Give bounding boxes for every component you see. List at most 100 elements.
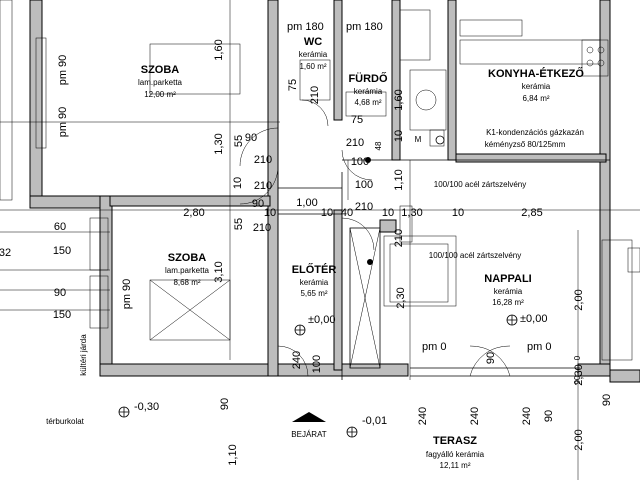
svg-text:fagyálló kerámia: fagyálló kerámia: [426, 450, 485, 459]
svg-text:2,30: 2,30: [395, 287, 407, 308]
svg-text:NAPPALI: NAPPALI: [484, 273, 531, 285]
svg-text:1,60: 1,60: [393, 89, 405, 110]
svg-text:SZOBA: SZOBA: [168, 252, 207, 264]
svg-text:térburkolat: térburkolat: [46, 417, 85, 426]
svg-text:60: 60: [54, 221, 66, 233]
svg-text:kerámia: kerámia: [522, 82, 551, 91]
svg-text:90: 90: [245, 132, 257, 144]
svg-text:pm 90: pm 90: [121, 279, 133, 310]
svg-text:3,10: 3,10: [213, 261, 225, 282]
svg-text:12,00 m²: 12,00 m²: [144, 90, 176, 99]
svg-text:M: M: [415, 135, 422, 144]
svg-text:100/100 acél zártszelvény: 100/100 acél zártszelvény: [429, 251, 522, 260]
svg-text:90: 90: [573, 375, 582, 384]
svg-text:kerámia: kerámia: [300, 278, 329, 287]
svg-text:SZOBA: SZOBA: [141, 64, 180, 76]
svg-text:210: 210: [254, 154, 272, 166]
svg-text:pm 0: pm 0: [527, 341, 551, 353]
door-swings: [239, 99, 511, 377]
room-label-hall: ELŐTÉR kerámia 5,65 m²: [292, 263, 337, 298]
svg-text:90: 90: [54, 287, 66, 299]
svg-text:48: 48: [374, 141, 383, 150]
svg-text:8,68 m²: 8,68 m²: [173, 278, 200, 287]
level-labels: ±0,00 ±0,00 -0,30 -0,01: [134, 313, 547, 427]
svg-text:55: 55: [233, 218, 245, 230]
svg-text:±0,00: ±0,00: [520, 313, 547, 325]
dimension-labels: pm 180 pm 180 pm 90 pm 90 pm 90 pm 0 pm …: [0, 21, 613, 466]
svg-text:75: 75: [351, 114, 363, 126]
svg-text:1,10: 1,10: [393, 169, 405, 190]
svg-text:TERASZ: TERASZ: [433, 435, 477, 447]
svg-text:90: 90: [252, 198, 264, 210]
svg-text:32: 32: [0, 247, 11, 259]
svg-text:90: 90: [543, 410, 555, 422]
svg-text:210: 210: [309, 86, 321, 104]
svg-text:kerámia: kerámia: [494, 287, 523, 296]
svg-text:2,00: 2,00: [573, 289, 585, 310]
svg-text:FÜRDŐ: FÜRDŐ: [348, 72, 388, 85]
room-label-kitchen: KONYHA-ÉTKEZŐ kerámia 6,84 m²: [488, 67, 584, 103]
svg-text:210: 210: [355, 201, 373, 213]
room-label-living: NAPPALI kerámia 16,28 m²: [484, 273, 531, 307]
svg-text:100: 100: [351, 156, 369, 168]
svg-text:240: 240: [469, 407, 481, 425]
svg-text:210: 210: [254, 180, 272, 192]
svg-text:WC: WC: [304, 36, 322, 48]
svg-text:±0,00: ±0,00: [308, 314, 335, 326]
svg-text:1,30: 1,30: [213, 133, 225, 154]
svg-text:90: 90: [219, 398, 231, 410]
svg-text:2,00: 2,00: [573, 429, 585, 450]
svg-text:pm 90: pm 90: [57, 55, 69, 86]
svg-text:kültéri járda: kültéri járda: [79, 334, 88, 376]
annotations: K1-kondenzációs gázkazán kéményzső 80/12…: [46, 128, 584, 439]
svg-text:-0,30: -0,30: [134, 401, 159, 413]
svg-text:pm 0: pm 0: [422, 341, 446, 353]
svg-text:150: 150: [53, 245, 71, 257]
svg-text:240: 240: [291, 351, 303, 369]
svg-text:pm 90: pm 90: [57, 107, 69, 138]
svg-text:1,60 m²: 1,60 m²: [299, 62, 326, 71]
svg-text:1,60: 1,60: [213, 39, 225, 60]
svg-text:40: 40: [341, 207, 353, 219]
svg-text:100: 100: [311, 355, 323, 373]
svg-text:90: 90: [601, 394, 613, 406]
svg-text:90: 90: [485, 352, 497, 364]
svg-text:0: 0: [573, 355, 582, 360]
svg-text:lam.parketta: lam.parketta: [165, 266, 210, 275]
entrance-arrow-icon: [292, 412, 326, 422]
svg-text:2,30: 2,30: [573, 364, 585, 385]
svg-text:2,85: 2,85: [521, 207, 542, 219]
svg-text:BEJÁRAT: BEJÁRAT: [291, 430, 327, 439]
svg-text:240: 240: [521, 407, 533, 425]
room-label-bedroom2: SZOBA lam.parketta 8,68 m²: [165, 252, 210, 287]
svg-text:210: 210: [253, 222, 271, 234]
svg-text:1,10: 1,10: [227, 444, 239, 465]
svg-text:10: 10: [264, 207, 276, 219]
room-label-bath: FÜRDŐ kerámia 4,68 m²: [348, 72, 388, 107]
svg-text:10: 10: [321, 207, 333, 219]
svg-text:100: 100: [355, 179, 373, 191]
svg-text:10: 10: [382, 207, 394, 219]
svg-text:kéményzső 80/125mm: kéményzső 80/125mm: [485, 140, 566, 149]
svg-text:6,84 m²: 6,84 m²: [522, 94, 549, 103]
room-label-terrace: TERASZ fagyálló kerámia 12,11 m²: [426, 435, 485, 470]
svg-text:kerámia: kerámia: [354, 87, 383, 96]
svg-text:210: 210: [346, 137, 364, 149]
svg-text:75: 75: [287, 79, 299, 91]
svg-text:pm 180: pm 180: [346, 21, 383, 33]
room-label-wc: WC kerámia 1,60 m²: [299, 36, 328, 71]
svg-text:pm 180: pm 180: [287, 21, 324, 33]
svg-text:210: 210: [393, 229, 405, 247]
svg-text:5,65 m²: 5,65 m²: [300, 289, 327, 298]
svg-text:100/100 acél zártszelvény: 100/100 acél zártszelvény: [434, 180, 527, 189]
svg-text:2,80: 2,80: [183, 207, 204, 219]
svg-text:1,30: 1,30: [401, 207, 422, 219]
partitions: [0, 0, 640, 380]
svg-text:10: 10: [232, 177, 244, 189]
svg-text:4,68 m²: 4,68 m²: [354, 98, 381, 107]
svg-text:kerámia: kerámia: [299, 50, 328, 59]
svg-text:1,00: 1,00: [296, 197, 317, 209]
svg-text:K1-kondenzációs gázkazán: K1-kondenzációs gázkazán: [486, 128, 584, 137]
